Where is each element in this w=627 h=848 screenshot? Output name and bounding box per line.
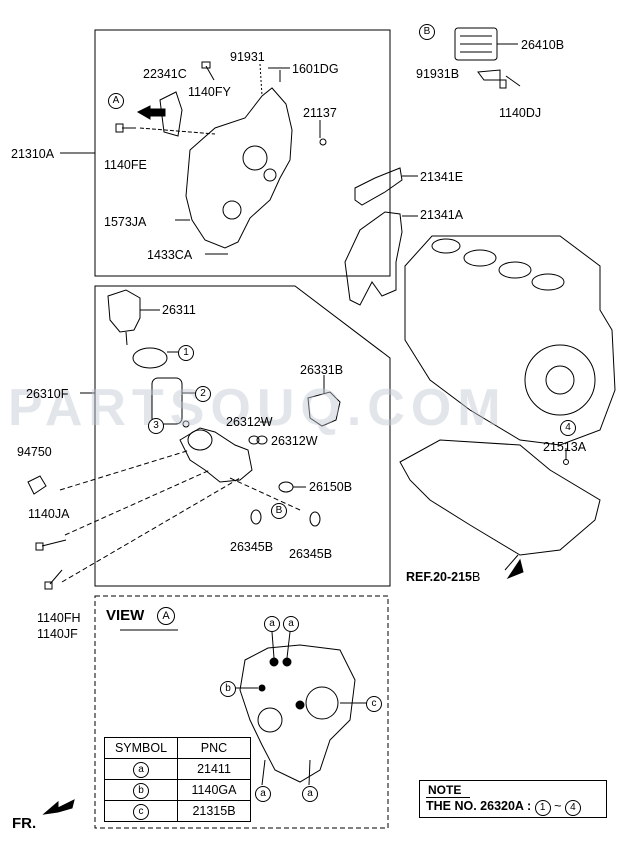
note-title: NOTE: [428, 783, 462, 797]
header-symbol: SYMBOL: [104, 737, 178, 759]
note-prefix: THE NO. 26320A :: [426, 799, 532, 813]
header-pnc: PNC: [177, 737, 251, 759]
label-26150B: 26150B: [309, 480, 353, 494]
label-21513A: 21513A: [543, 440, 587, 454]
label-1140FH: 1140FH: [37, 611, 81, 625]
symbol-table: SYMBOL PNC a 21411 b 1140GA c 21315B: [104, 737, 251, 822]
oil-pan: [399, 439, 601, 556]
note-underline: [426, 797, 470, 798]
callout-c: c: [366, 696, 382, 712]
callout-a-1: a: [264, 616, 280, 632]
label-91931: 91931: [230, 50, 265, 64]
callout-A: A: [108, 93, 124, 109]
callout-a-2: a: [283, 616, 299, 632]
label-21341E: 21341E: [420, 170, 464, 184]
callout-a-4: a: [302, 786, 318, 802]
callout-a-3: a: [255, 786, 271, 802]
label-1573JA: 1573JA: [104, 215, 147, 229]
engine-block: [404, 235, 616, 446]
oil-filter-panel: [94, 285, 391, 587]
callout-3: 3: [148, 418, 164, 434]
note-body: THE NO. 26320A : 1 ~ 4: [426, 799, 581, 816]
table-row: c 21315B: [104, 800, 251, 822]
watermark: PARTSOUQ.COM: [8, 379, 507, 437]
label-26311: 26311: [162, 303, 196, 317]
callout-B-filter: B: [271, 503, 287, 519]
note-from: 1: [534, 800, 551, 816]
label-26331B: 26331B: [300, 363, 344, 377]
symbol-b: b: [133, 782, 149, 799]
label-94750: 94750: [17, 445, 52, 459]
symbol-c: c: [133, 803, 149, 820]
label-26345B-a: 26345B: [230, 540, 274, 554]
note-box: NOTE THE NO. 26320A : 1 ~ 4: [419, 780, 607, 818]
note-to: 4: [564, 800, 581, 816]
label-1140FY: 1140FY: [188, 85, 231, 99]
label-1140DJ: 1140DJ: [499, 106, 542, 120]
label-1140FE: 1140FE: [104, 158, 147, 172]
table-row: b 1140GA: [104, 779, 251, 801]
oil-filter-housing: [179, 427, 253, 483]
callout-2: 2: [195, 386, 211, 402]
table-row: a 21411: [104, 758, 251, 780]
view-a-panel: [94, 595, 389, 829]
label-21341A: 21341A: [420, 208, 464, 222]
timing-cover: [185, 87, 293, 249]
label-21310A: 21310A: [11, 147, 55, 161]
symbol-a: a: [133, 761, 149, 778]
front-label: FR.: [12, 815, 37, 832]
label-21137: 21137: [303, 106, 337, 120]
label-26345B-b: 26345B: [289, 547, 333, 561]
callout-B: B: [419, 24, 435, 40]
label-26312W-b: 26312W: [271, 434, 318, 448]
callout-1: 1: [178, 345, 194, 361]
ref-letter: B: [472, 570, 481, 584]
label-26310F: 26310F: [26, 387, 69, 401]
callout-4: 4: [560, 420, 576, 436]
label-26312W-a: 26312W: [226, 415, 273, 429]
view-title: VIEW: [106, 607, 145, 624]
view-letter: A: [157, 607, 175, 625]
label-22341C: 22341C: [143, 67, 187, 81]
label-1140JF: 1140JF: [37, 627, 78, 641]
ref-label: REF.20-215B: [406, 570, 480, 584]
label-91931B: 91931B: [416, 67, 460, 81]
label-26410B: 26410B: [521, 38, 565, 52]
pnc-c: 21315B: [177, 800, 251, 822]
ref-text: REF.20-215: [406, 570, 473, 584]
label-1140JA: 1140JA: [28, 507, 70, 521]
callout-b: b: [220, 681, 236, 697]
table-header-row: SYMBOL PNC: [104, 737, 251, 759]
timing-cover-panel: [94, 29, 391, 277]
label-1601DG: 1601DG: [292, 62, 339, 76]
pnc-b: 1140GA: [177, 779, 251, 801]
pnc-a: 21411: [177, 758, 251, 780]
note-tilde: ~: [554, 799, 562, 813]
label-1433CA: 1433CA: [147, 248, 193, 262]
